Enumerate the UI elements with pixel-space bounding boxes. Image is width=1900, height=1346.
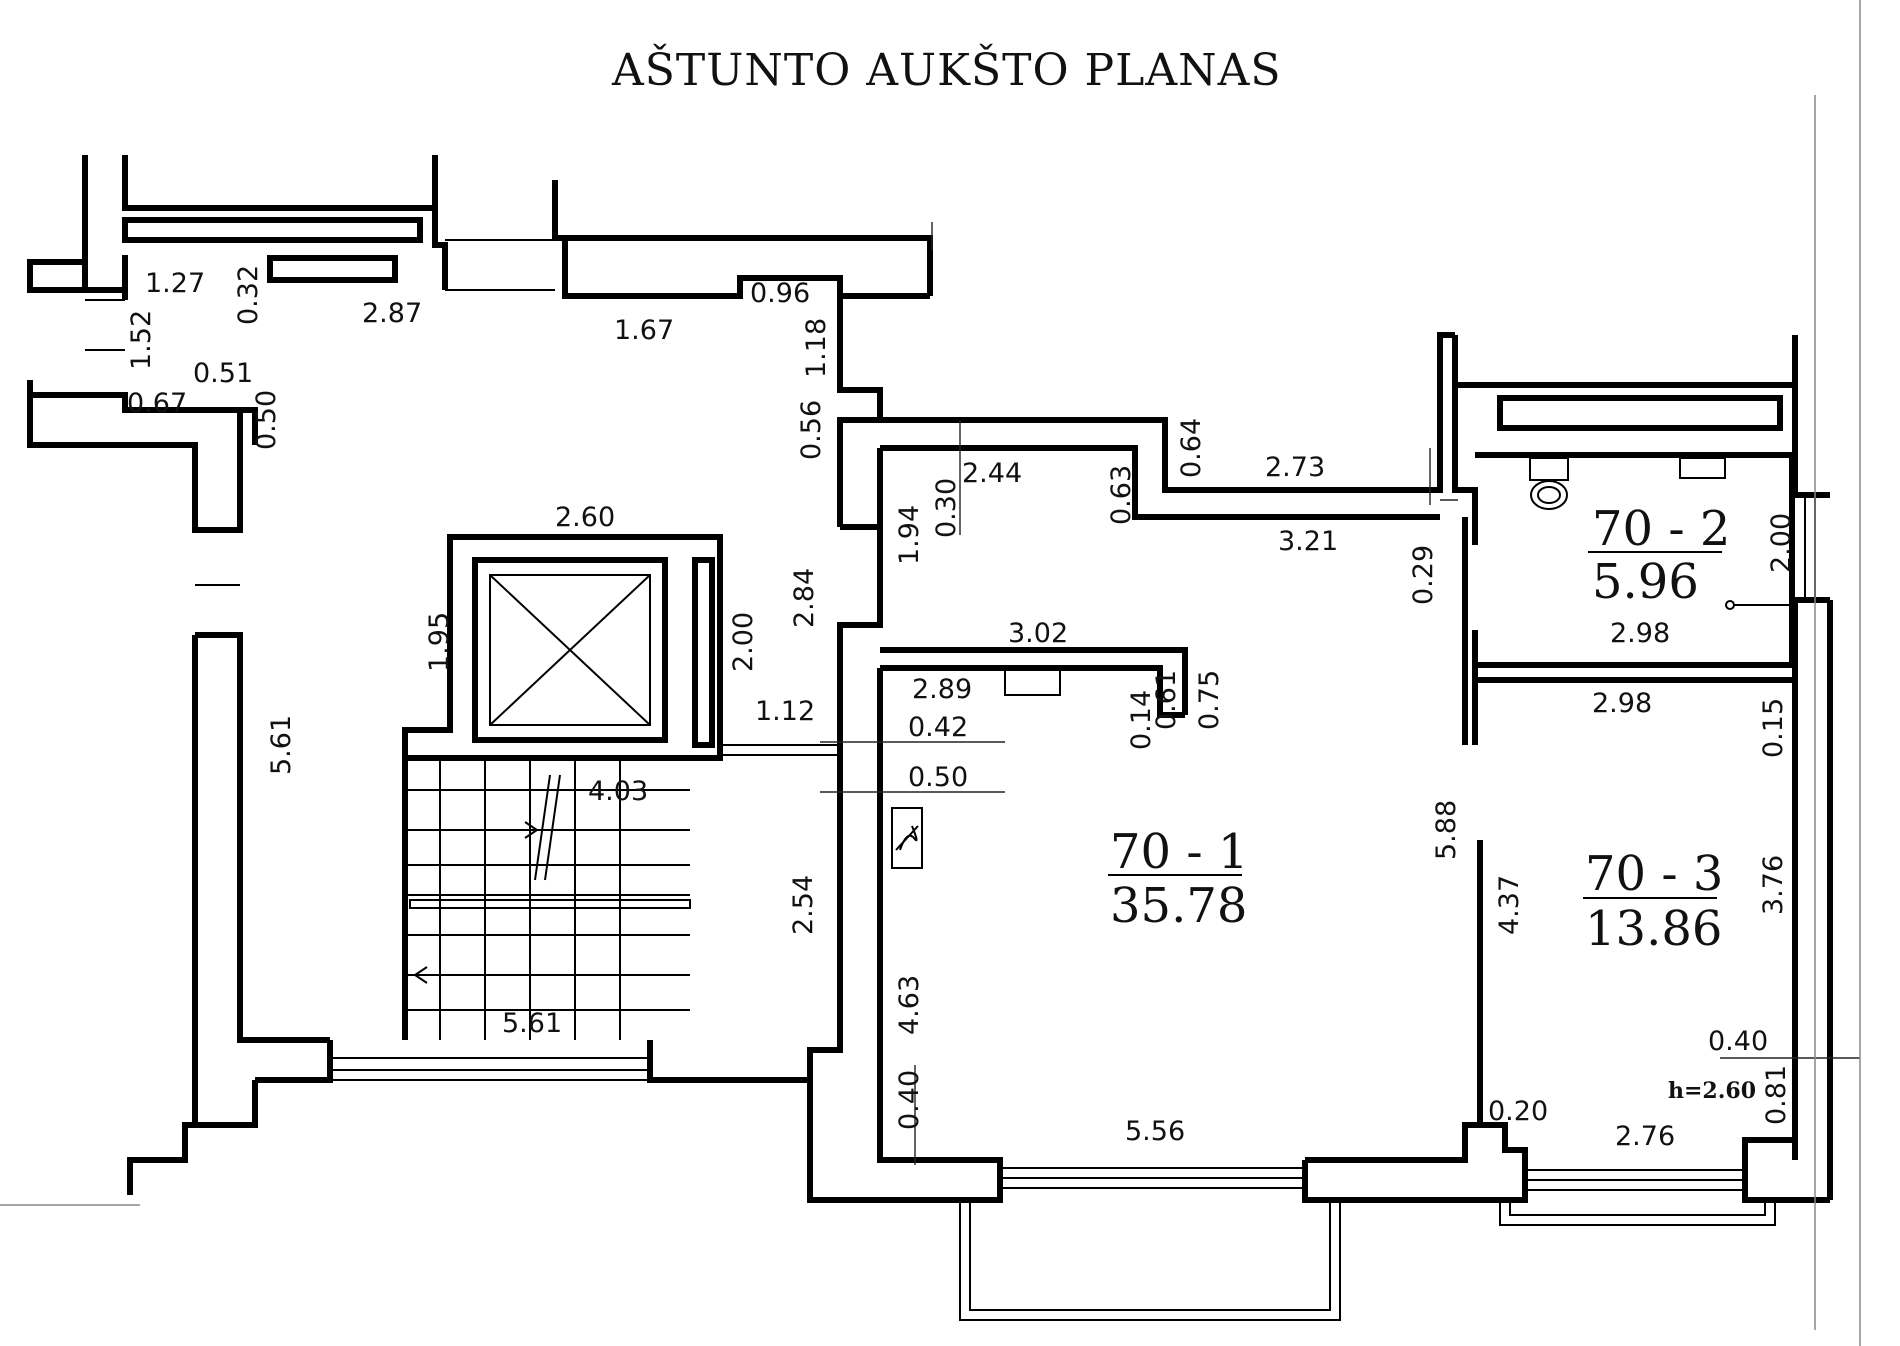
toilet-icon — [1529, 457, 1569, 510]
dim-label: 2.84 — [789, 568, 820, 628]
wall-70-1-partition-b — [880, 665, 1185, 718]
room-70-1-area: 35.78 — [1110, 878, 1247, 934]
wall-70-1-bottom-right-b — [1302, 1160, 1528, 1203]
dim-label: 3.21 — [1278, 526, 1338, 557]
dim-label: 2.54 — [788, 875, 819, 935]
wall-70-3-bottom-right-b — [1742, 1160, 1830, 1203]
plan-title: AŠTUNTO AUKŠTO PLANAS — [611, 43, 1282, 96]
wall-70-1-top-inner — [880, 445, 1440, 520]
dim-label: 0.50 — [251, 390, 282, 450]
dim-label: 4.03 — [588, 776, 648, 807]
dim-label: 0.20 — [1488, 1096, 1548, 1127]
details — [0, 0, 1861, 1346]
wall-lift-side — [692, 557, 715, 748]
dim-label: 4.63 — [894, 975, 925, 1035]
balconies — [959, 1200, 1776, 1321]
wall-70-3-right — [1792, 597, 1830, 1160]
corridor-shelf-a — [122, 217, 423, 243]
dim-label: 2.87 — [362, 298, 422, 329]
staircase — [405, 758, 691, 1040]
dim-label: 2.00 — [1766, 513, 1797, 573]
dim-label: 0.64 — [1176, 418, 1207, 478]
wall-70-3-bottom-left — [1480, 1122, 1528, 1160]
wall-corridor-right-upper — [837, 296, 883, 527]
dim-label: 0.61 — [1151, 670, 1182, 730]
dim-label: 3.02 — [1008, 618, 1068, 649]
dim-label: 0.51 — [193, 358, 253, 389]
dim-label: 0.81 — [1761, 1065, 1792, 1125]
dim-label: 1.27 — [145, 268, 205, 299]
wall-70-1-top — [880, 332, 1455, 493]
wall-left-lower — [195, 632, 330, 1043]
wall-70-2-upper — [1452, 335, 1798, 388]
wall-left-bottom-b — [185, 1080, 258, 1128]
wall-left-outer — [127, 635, 198, 1195]
dim-label: 5.61 — [502, 1008, 562, 1039]
dim-label: 2.98 — [1592, 688, 1652, 719]
wall-corridor-right-lower — [647, 524, 883, 1083]
dim-label: 0.63 — [1106, 465, 1137, 525]
wall-70-2-right-upper — [1792, 335, 1830, 498]
room-70-2-id: 70 - 2 — [1592, 501, 1730, 557]
dim-label: 2.98 — [1610, 618, 1670, 649]
dim-label: 0.40 — [1708, 1026, 1768, 1057]
dim-label: 2.76 — [1615, 1121, 1675, 1152]
dim-label: 2.44 — [962, 458, 1022, 489]
room-70-2-area: 5.96 — [1592, 554, 1699, 610]
drain-icon — [1725, 600, 1735, 610]
wall-70-1-partition — [880, 647, 1188, 715]
dim-label: 0.50 — [908, 762, 968, 793]
wall-70-3-bottom-right — [1742, 1137, 1795, 1160]
dim-label: 0.56 — [796, 400, 827, 460]
dim-label: 4.37 — [1494, 875, 1525, 935]
electric-panel-icon — [891, 807, 923, 869]
dim-label: 0.67 — [127, 388, 187, 419]
walls — [27, 155, 1833, 1203]
dim-label: 5.61 — [266, 715, 297, 775]
dim-label: 0.42 — [908, 712, 968, 743]
dim-label: 0.14 — [1126, 690, 1157, 750]
dim-label: 1.67 — [614, 315, 674, 346]
dim-label: 0.29 — [1408, 545, 1439, 605]
dim-label: 1.18 — [801, 318, 832, 378]
dim-label: 5.56 — [1125, 1116, 1185, 1147]
room-70-3-id: 70 - 3 — [1585, 846, 1723, 902]
wall-top-left-upper — [122, 155, 438, 211]
wall-lift-inner — [472, 557, 668, 743]
corridor-shelf-b — [267, 255, 398, 283]
vent-icon — [1004, 669, 1061, 696]
dim-label: 3.76 — [1758, 855, 1789, 915]
wall-70-1-bottom-right — [1305, 840, 1483, 1163]
room-70-3-area: 13.86 — [1585, 901, 1722, 957]
dim-label: 0.32 — [233, 265, 264, 325]
dim-label: 0.15 — [1758, 698, 1789, 758]
ceiling-height-note: h=2.60 — [1668, 1078, 1756, 1104]
wall-70-2-shelf — [1497, 395, 1783, 431]
sink-icon — [1679, 457, 1726, 479]
dimensions: 1.27 2.87 0.51 0.67 1.67 0.96 2.73 2.44 … — [126, 265, 1797, 1152]
wall-70-1-bottom-left — [810, 1160, 1003, 1203]
dim-label: 1.94 — [894, 505, 925, 565]
wall-left-inner — [30, 392, 255, 413]
dim-label: 2.73 — [1265, 452, 1325, 483]
wall-70-2-left — [1452, 335, 1478, 545]
dim-label: 0.96 — [750, 278, 810, 309]
dim-label: 0.40 — [894, 1070, 925, 1130]
dim-label: 2.00 — [728, 612, 759, 672]
dim-label: 1.12 — [755, 696, 815, 727]
dim-label: 2.60 — [555, 502, 615, 533]
wall-top-corridor-back — [555, 235, 933, 296]
dim-label: 2.89 — [912, 674, 972, 705]
dim-label: 0.30 — [931, 478, 962, 538]
dim-label: 0.75 — [1194, 670, 1225, 730]
dim-label: 1.52 — [126, 310, 157, 370]
wall-top-left-stub — [27, 155, 88, 293]
wall-top-mid — [432, 208, 448, 290]
room-70-1-id: 70 - 1 — [1110, 824, 1248, 880]
wall-left-bottom — [255, 1040, 333, 1083]
dim-label: 1.95 — [424, 612, 455, 672]
room-labels: 70 - 1 35.78 70 - 2 5.96 70 - 3 13.86 h=… — [1110, 501, 1756, 1104]
dim-label: 5.88 — [1431, 800, 1462, 860]
